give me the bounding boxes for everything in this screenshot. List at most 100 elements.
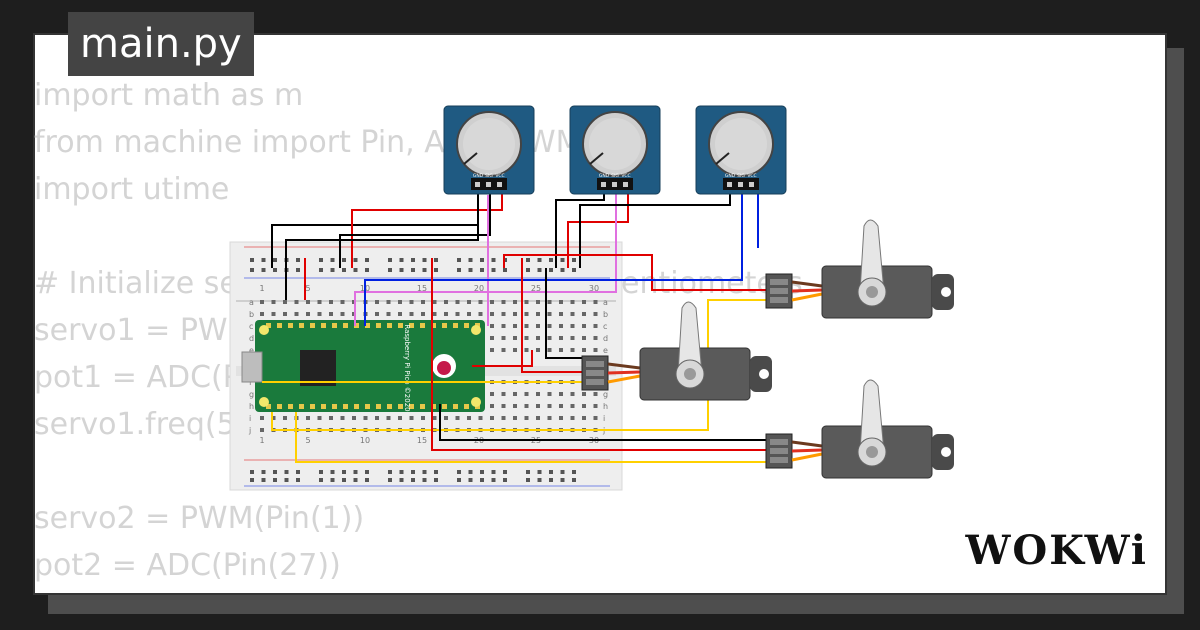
pico-pin: [266, 404, 271, 409]
breadboard-hole: [582, 404, 586, 408]
breadboard-hole: [399, 470, 404, 474]
row-letter: j: [248, 426, 251, 435]
servo-cable: [791, 288, 823, 293]
row-letter: c: [603, 322, 607, 331]
pico-pin: [321, 323, 326, 328]
breadboard-hole: [582, 336, 586, 340]
wire-gnd: [285, 190, 479, 300]
servo-screw: [684, 368, 696, 380]
breadboard-hole: [547, 416, 552, 420]
breadboard-hole: [375, 300, 379, 304]
pico-pin: [431, 323, 436, 328]
file-tab[interactable]: main.py: [68, 12, 254, 76]
breadboard-hole: [490, 416, 494, 420]
column-number: 25: [531, 284, 541, 293]
breadboard-hole: [296, 258, 300, 262]
pico-pin: [442, 323, 447, 328]
breadboard-hole: [398, 416, 402, 420]
breadboard-hole: [261, 268, 266, 272]
pot-pin: [612, 182, 617, 187]
servo-cable: [791, 292, 823, 302]
pico-pin: [409, 323, 414, 328]
row-letter: i: [603, 414, 605, 423]
breadboard-hole: [353, 478, 358, 482]
pot-pin: [623, 182, 628, 187]
code-line: import math as m: [34, 78, 304, 113]
breadboard-hole: [330, 268, 335, 272]
raspberry-logo: [437, 361, 451, 375]
breadboard-hole: [478, 300, 483, 304]
column-number: 5: [305, 436, 310, 445]
pico-pin: [420, 404, 425, 409]
pico-pin: [376, 404, 381, 409]
servo-cable: [791, 452, 823, 462]
breadboard-hole: [388, 258, 392, 262]
breadboard-hole: [399, 268, 404, 272]
breadboard-hole: [317, 416, 322, 420]
breadboard-hole: [593, 416, 598, 420]
breadboard-hole: [342, 258, 346, 262]
breadboard-hole: [582, 348, 586, 352]
breadboard-hole: [526, 470, 530, 474]
pico-pin: [398, 323, 403, 328]
breadboard-hole: [559, 404, 563, 408]
breadboard-hole: [319, 478, 323, 482]
pico-pin: [288, 404, 293, 409]
pot-pointer: [715, 152, 730, 165]
breadboard-hole: [559, 312, 563, 316]
pico-pin: [354, 323, 359, 328]
breadboard-hole: [398, 312, 402, 316]
breadboard-hole: [480, 478, 484, 482]
code-line: servo2 = PWM(Pin(1)): [34, 501, 365, 536]
breadboard-hole: [467, 300, 471, 304]
breadboard-hole: [411, 258, 415, 262]
breadboard-hole: [283, 300, 287, 304]
breadboard-hole: [513, 348, 517, 352]
breadboard-hole: [478, 312, 483, 316]
breadboard-hole: [317, 312, 322, 316]
servo-mount-hole: [941, 287, 951, 297]
pico-pin: [376, 323, 381, 328]
breadboard-hole: [549, 258, 553, 262]
breadboard-hole: [352, 416, 356, 420]
breadboard-hole: [593, 404, 598, 408]
breadboard-hole: [513, 312, 517, 316]
column-number: 15: [417, 284, 427, 293]
breadboard-hole: [422, 470, 427, 474]
breadboard-hole: [524, 324, 529, 328]
breadboard-hole: [434, 258, 438, 262]
breadboard-hole: [559, 392, 563, 396]
breadboard-hole: [536, 404, 540, 408]
row-letter: h: [249, 402, 254, 411]
breadboard-hole: [536, 348, 540, 352]
breadboard-hole: [524, 348, 529, 352]
breadboard-hole: [513, 404, 517, 408]
breadboard-hole: [386, 416, 391, 420]
row-letter: e: [603, 346, 608, 355]
breadboard-hole: [296, 478, 300, 482]
pico-pin: [332, 404, 337, 409]
breadboard-hole: [480, 258, 484, 262]
breadboard-hole: [536, 324, 540, 328]
breadboard-hole: [260, 416, 264, 420]
breadboard-hole: [501, 300, 506, 304]
breadboard-hole: [422, 268, 427, 272]
breadboard-hole: [330, 258, 335, 262]
breadboard-hole: [490, 324, 494, 328]
servo: [765, 379, 954, 479]
breadboard-hole: [593, 392, 598, 396]
breadboard-hole: [455, 312, 460, 316]
breadboard-hole: [421, 416, 425, 420]
pico-pin: [464, 404, 469, 409]
servo-pin: [770, 448, 788, 454]
breadboard-divider: [236, 300, 616, 302]
breadboard-hole: [572, 470, 576, 474]
breadboard-hole: [260, 300, 264, 304]
breadboard-hole: [503, 470, 507, 474]
mount-hole: [259, 325, 269, 335]
breadboard-hole: [491, 268, 496, 272]
column-number: 30: [589, 284, 599, 293]
pot-knob-face: [463, 118, 515, 170]
servo-horn: [859, 379, 885, 453]
